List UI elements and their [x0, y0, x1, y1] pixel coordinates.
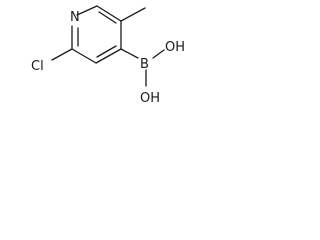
bond-b-oh-top	[152, 49, 165, 59]
bond-c4-b	[120, 48, 139, 59]
bond-c6-c5-inner	[98, 11, 117, 24]
bond-c2-cl	[51, 48, 73, 61]
hydroxyl-top-label: OH	[165, 40, 185, 55]
hydroxyl-bottom-label: OH	[140, 91, 160, 106]
chlorine-label: Cl	[31, 59, 44, 74]
bond-c3-c2	[71, 48, 97, 64]
bond-c6-c5	[96, 5, 122, 22]
chemical-structure-diagram: N Cl B OH OH	[31, 5, 185, 106]
pyridine-ring	[71, 5, 122, 64]
bond-c4-c3-inner	[96, 45, 117, 58]
nitrogen-label: N	[70, 10, 80, 25]
bond-c5-methyl	[120, 7, 146, 22]
bond-n-c6	[76, 5, 98, 16]
boron-label: B	[140, 57, 149, 72]
bond-c4-c3	[95, 48, 122, 64]
